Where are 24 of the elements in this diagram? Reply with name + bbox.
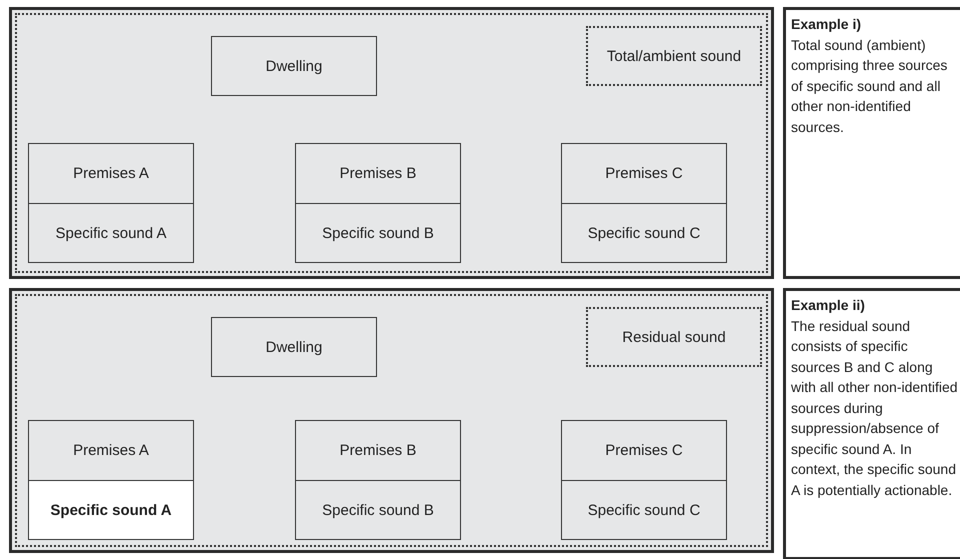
description-text: Total sound (ambient) comprising three sources of specific sound and all other non-identified sources. xyxy=(791,36,948,136)
description-text: The residual sound consists of specific sources B and C along with all other non-identified sources during suppression/absence of specific sound A. In context, the specific sound A is potentially actionable. xyxy=(791,316,959,500)
sound-box: Specific sound C xyxy=(561,480,727,540)
dwelling-box: Dwelling xyxy=(211,317,377,377)
sound-box: Total/ambient sound xyxy=(586,26,762,86)
heading-text: Example i) xyxy=(791,15,862,34)
premises-box: Premises B xyxy=(295,420,461,481)
sound-box: Specific sound A xyxy=(28,480,194,540)
premises-box: Premises A xyxy=(28,420,194,481)
premises-box: Premises C xyxy=(561,143,727,204)
sound-box: Specific sound A xyxy=(28,203,194,263)
dwelling-box: Dwelling xyxy=(211,36,377,96)
sound-box: Specific sound C xyxy=(561,203,727,263)
heading-text: Example ii) xyxy=(791,296,866,315)
sound-box: Specific sound B xyxy=(295,203,461,263)
premises-box: Premises A xyxy=(28,143,194,204)
premises-box: Premises C xyxy=(561,420,727,481)
sound-box: Specific sound B xyxy=(295,480,461,540)
diagram-panel xyxy=(9,288,774,553)
description-panel xyxy=(783,7,960,279)
diagram-panel xyxy=(9,7,774,279)
description-panel xyxy=(783,288,960,559)
premises-box: Premises B xyxy=(295,143,461,204)
sound-box: Residual sound xyxy=(586,307,762,367)
